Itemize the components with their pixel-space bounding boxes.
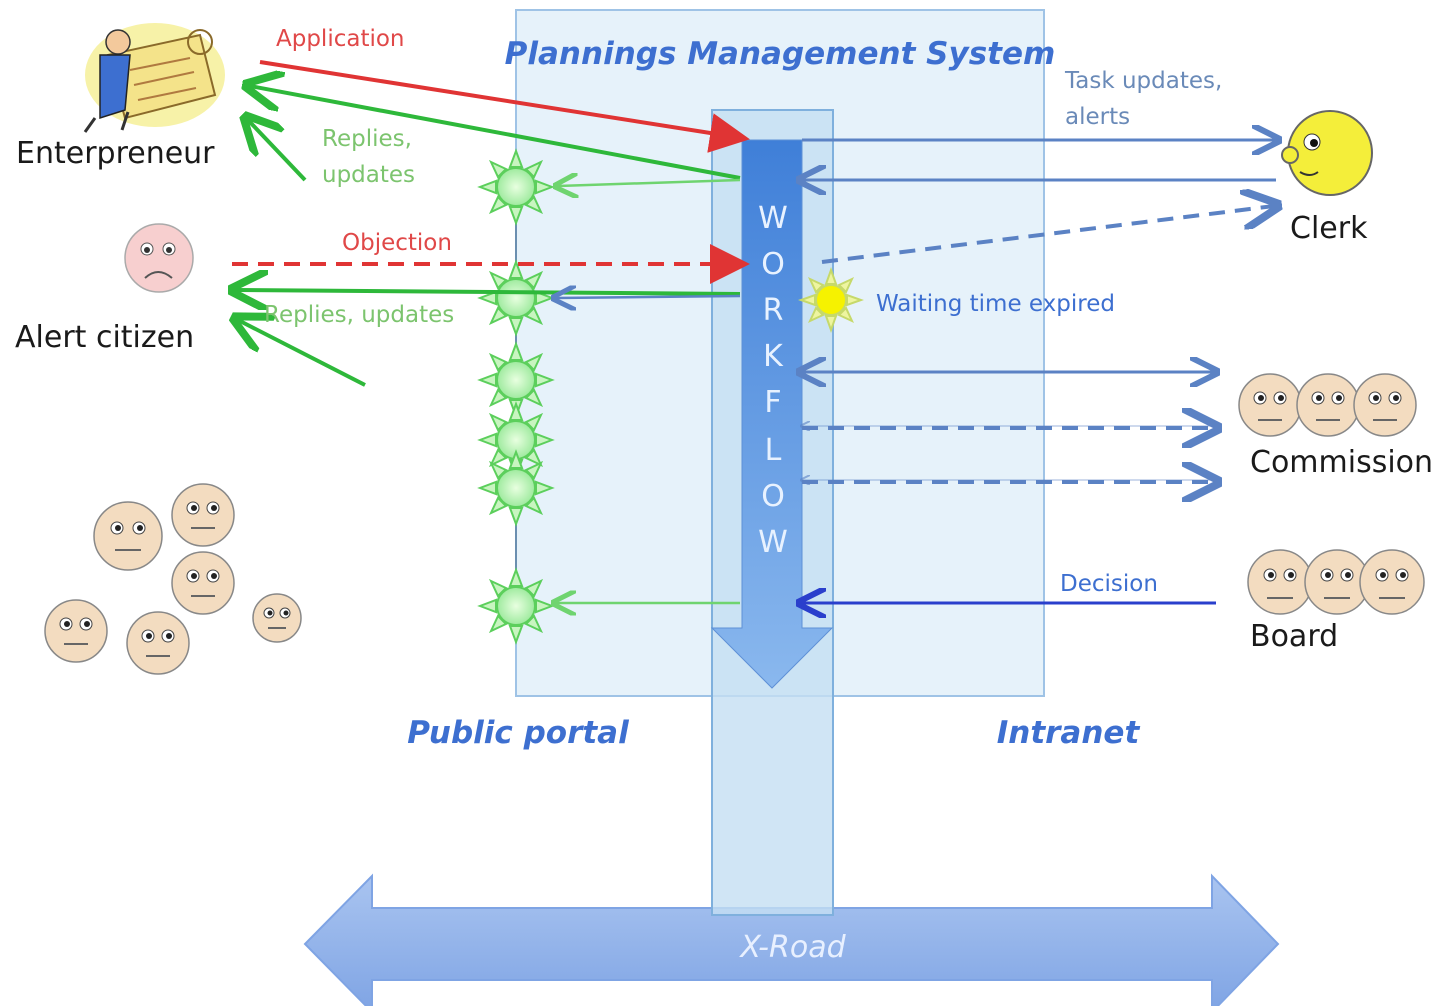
sad-face-icon bbox=[124, 223, 194, 293]
intranet-label: Intranet bbox=[997, 715, 1141, 751]
clerk-face-icon bbox=[1281, 110, 1373, 196]
workflow-letter: R bbox=[763, 293, 784, 328]
application-arrow bbox=[259, 60, 750, 153]
entrepreneur-icon bbox=[83, 23, 225, 133]
gear-link-arrow bbox=[558, 180, 741, 186]
board-label: Board bbox=[1250, 619, 1338, 654]
workflow-letter: F bbox=[764, 385, 781, 420]
public-portal-label: Public portal bbox=[407, 715, 629, 751]
workflow-letter: K bbox=[763, 339, 784, 374]
replies-label-2: Replies, updates bbox=[264, 302, 454, 328]
workflow-letter: W bbox=[758, 525, 788, 560]
portal-arrow bbox=[556, 296, 741, 298]
xroad-arrow bbox=[303, 873, 1280, 1006]
replies-arrow bbox=[236, 290, 741, 294]
citizens-crowd-icon bbox=[44, 483, 302, 675]
replies-arrow bbox=[248, 120, 307, 182]
commission-label: Commission bbox=[1250, 445, 1433, 480]
clerk-label: Clerk bbox=[1290, 211, 1368, 246]
waiting-time-label: Waiting time expired bbox=[876, 291, 1115, 317]
gear-icon bbox=[479, 451, 553, 525]
board-faces-icon bbox=[1247, 549, 1425, 615]
replies-arrow bbox=[250, 86, 741, 180]
system-title: Plannings Management System bbox=[505, 36, 1056, 72]
gear-icon bbox=[479, 569, 553, 643]
task-updates-label-a: Task updates, bbox=[1064, 68, 1222, 94]
gear-icon bbox=[479, 150, 553, 224]
objection-label: Objection bbox=[342, 230, 452, 256]
workflow-label: W O R K F L O W bbox=[758, 201, 788, 560]
commission-faces-icon bbox=[1238, 373, 1417, 437]
workflow-letter: W bbox=[758, 201, 788, 236]
alert-citizen-label: Alert citizen bbox=[15, 320, 194, 355]
decision-label: Decision bbox=[1060, 571, 1158, 597]
gear-icon bbox=[479, 261, 553, 335]
alert-arrow bbox=[821, 206, 1274, 264]
replies-arrow bbox=[238, 320, 366, 387]
enterpreneur-label: Enterpreneur bbox=[16, 136, 215, 171]
sun-icon bbox=[798, 267, 864, 333]
xroad-label: X-Road bbox=[738, 930, 846, 965]
replies-label-1b: updates bbox=[322, 162, 415, 188]
task-updates-label-b: alerts bbox=[1065, 104, 1130, 130]
workflow-letter: L bbox=[765, 433, 782, 468]
workflow-letter: O bbox=[761, 479, 785, 514]
workflow-letter: O bbox=[761, 247, 785, 282]
application-label: Application bbox=[276, 26, 405, 52]
replies-label-1a: Replies, bbox=[322, 126, 412, 152]
